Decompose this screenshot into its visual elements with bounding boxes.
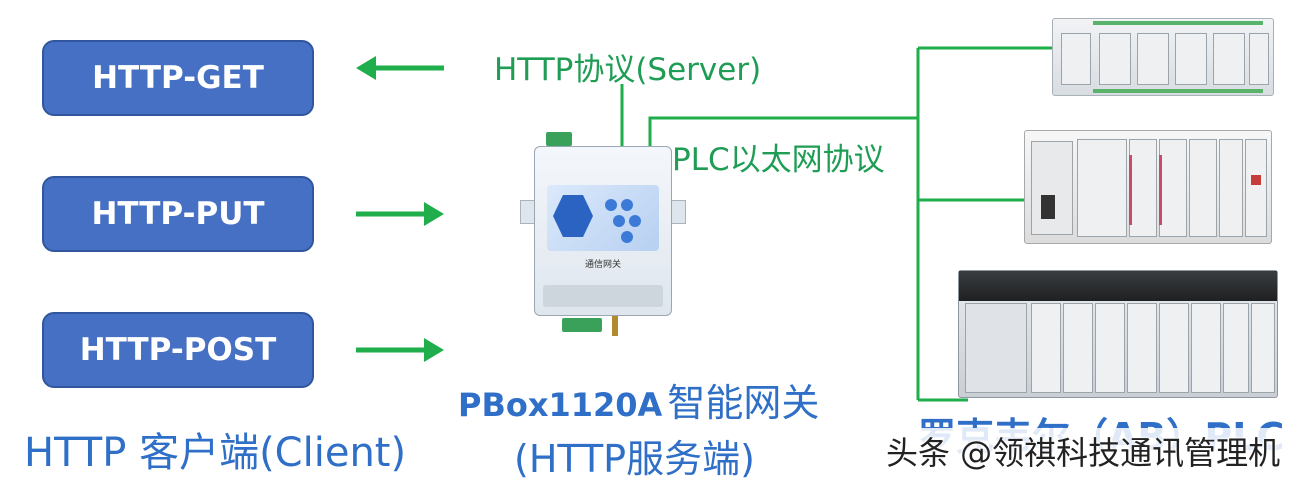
arrow-to-get: [356, 56, 444, 80]
top-terminal: [546, 132, 572, 146]
arrow-from-post: [356, 338, 444, 362]
plc-controllogix-device: [958, 270, 1278, 398]
port-strip: [543, 285, 663, 307]
plc-compactlogix-device: [1024, 130, 1272, 244]
gateway-body: 通信网关: [534, 146, 672, 316]
arrow-from-put: [356, 202, 444, 226]
node-icon: [621, 199, 633, 211]
http-put-box: HTTP-PUT: [42, 176, 314, 252]
gateway-panel: [547, 185, 659, 251]
node-icon: [621, 231, 633, 243]
plc-protocol-label: PLC以太网协议: [672, 142, 885, 178]
gateway-caption: PBox1120A 智能网关: [458, 372, 819, 427]
gateway-model: PBox1120A: [458, 386, 663, 424]
http-get-box: HTTP-GET: [42, 40, 314, 116]
http-post-box: HTTP-POST: [42, 312, 314, 388]
gateway-device-label: 通信网关: [584, 260, 621, 270]
plc-compact-device: [1052, 18, 1274, 96]
watermark: 头条 @领祺科技通讯管理机: [880, 428, 1287, 474]
gateway-role: (HTTP服务端): [514, 437, 755, 481]
hex-logo-icon: [553, 195, 593, 237]
node-icon: [605, 199, 617, 211]
node-icon: [629, 215, 641, 227]
plc-network-lines: [648, 46, 1060, 402]
client-label: HTTP 客户端(Client): [24, 430, 407, 476]
node-icon: [613, 215, 625, 227]
http-protocol-label: HTTP协议(Server): [494, 52, 762, 88]
antenna-connector-icon: [612, 316, 618, 336]
mount-ear-right: [670, 200, 686, 224]
gateway-name: 智能网关: [667, 381, 820, 425]
bottom-terminal: [562, 318, 602, 332]
